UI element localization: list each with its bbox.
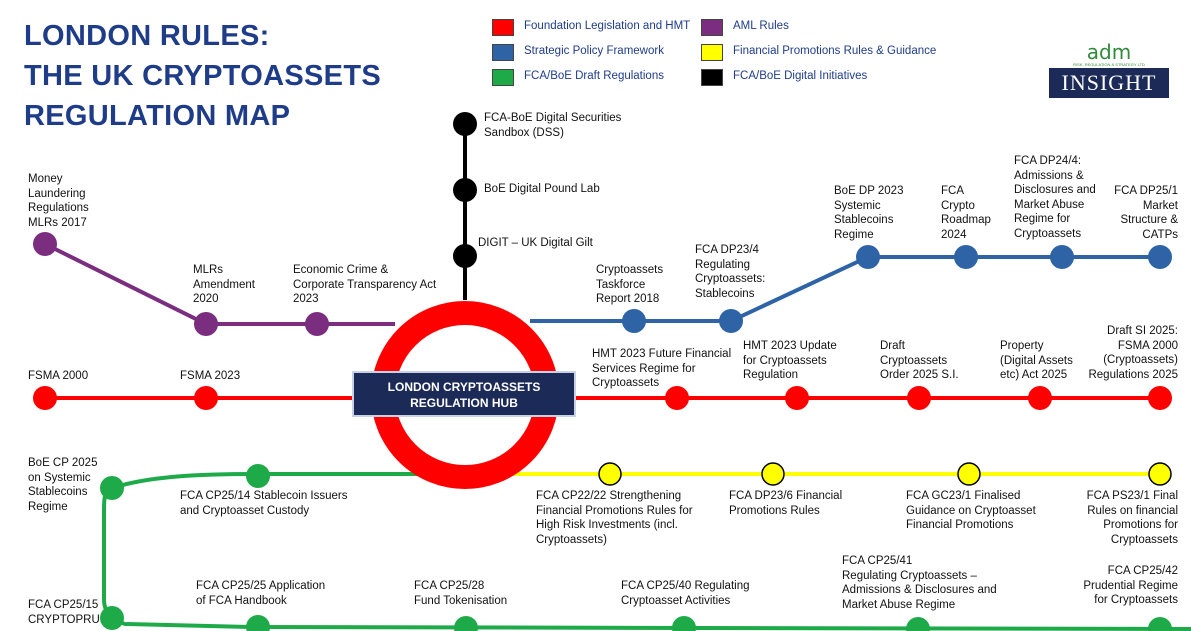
station-fsma-2000[interactable] (33, 386, 57, 410)
station-hmt-2023-update[interactable] (785, 386, 809, 410)
legend-label: Financial Promotions Rules & Guidance (733, 45, 937, 57)
logo-tagline: RISK, REGULATION & STRATEGY LTD (1073, 62, 1145, 67)
station-dp24-4[interactable] (1050, 245, 1074, 269)
station-gc23-1[interactable] (957, 462, 981, 486)
label-digit: DIGIT – UK Digital Gilt (478, 237, 593, 249)
station-draft-order-2025[interactable] (907, 386, 931, 410)
promotions-stations (598, 462, 1172, 486)
legend-swatch (492, 44, 514, 61)
station-cp22-22[interactable] (598, 462, 622, 486)
station-cp25-14[interactable] (246, 464, 270, 488)
legend-label: AML Rules (733, 20, 789, 32)
title-line-2: THE UK CRYPTOASSETS (24, 60, 381, 92)
legend-swatch (492, 69, 514, 86)
legend-swatch (701, 44, 723, 61)
station-cp25-40[interactable] (672, 616, 696, 631)
station-mlrs-2017[interactable] (33, 232, 57, 256)
label-digital-pound-lab: BoE Digital Pound Lab (484, 183, 600, 195)
station-cp25-42[interactable] (1148, 617, 1172, 631)
label-fsma-2023: FSMA 2023 (180, 370, 241, 382)
station-roadmap-2024[interactable] (954, 245, 978, 269)
label-draft-si-2025: Draft SI 2025:FSMA 2000(Cryptoassets)Reg… (1088, 325, 1178, 381)
title-line-3: REGULATION MAP (24, 100, 291, 132)
station-property-act-2025[interactable] (1028, 386, 1052, 410)
station-fsma-2023[interactable] (194, 386, 218, 410)
legend-label: Foundation Legislation and HMT (524, 20, 691, 32)
station-digital-pound-lab[interactable] (453, 178, 477, 202)
station-mlrs-2020[interactable] (194, 312, 218, 336)
digital-stations (453, 112, 477, 268)
legend-label: Strategic Policy Framework (524, 45, 664, 57)
legend-swatch (701, 69, 723, 86)
hub-line-1: LONDON CRYPTOASSETS (387, 380, 541, 394)
station-dss[interactable] (453, 112, 477, 136)
station-cp25-41[interactable] (906, 617, 930, 631)
strategy-stations (622, 245, 1172, 333)
station-boe-dp-2023[interactable] (856, 245, 880, 269)
station-dp23-4[interactable] (719, 309, 743, 333)
station-boe-cp-2025[interactable] (100, 476, 124, 500)
label-fsma-2000: FSMA 2000 (28, 370, 89, 382)
legend-label: FCA/BoE Draft Regulations (524, 70, 664, 82)
legend-label: FCA/BoE Digital Initiatives (733, 70, 868, 82)
station-ecct-act[interactable] (305, 312, 329, 336)
station-dp23-6[interactable] (761, 462, 785, 486)
title-line-1: LONDON RULES: (24, 20, 270, 52)
station-cp25-25[interactable] (246, 615, 270, 631)
foundation-stations (33, 386, 1172, 410)
legend-swatch (492, 19, 514, 36)
hub-line-2: REGULATION HUB (410, 396, 518, 410)
station-digit[interactable] (453, 244, 477, 268)
adm-insight-logo: adm RISK, REGULATION & STRATEGY LTD INSI… (1049, 40, 1169, 100)
station-dp25-1[interactable] (1148, 245, 1172, 269)
label-ecct-act: Economic Crime &Corporate Transparency A… (293, 264, 437, 305)
regulation-hub[interactable]: LONDON CRYPTOASSETS REGULATION HUB (352, 371, 576, 417)
station-cp25-15[interactable] (100, 606, 124, 630)
station-ps23-1[interactable] (1148, 462, 1172, 486)
station-cp25-28[interactable] (454, 616, 478, 631)
station-hmt-2023-future[interactable] (665, 386, 689, 410)
logo-name: INSIGHT (1049, 68, 1169, 98)
draft-stations (100, 464, 1172, 631)
logo-brand: adm (1086, 40, 1132, 64)
station-taskforce-2018[interactable] (622, 309, 646, 333)
legend-swatch (701, 19, 723, 36)
station-draft-si-2025[interactable] (1148, 386, 1172, 410)
aml-stations (33, 232, 329, 336)
page-title: LONDON RULES: THE UK CRYPTOASSETS REGULA… (24, 16, 381, 136)
